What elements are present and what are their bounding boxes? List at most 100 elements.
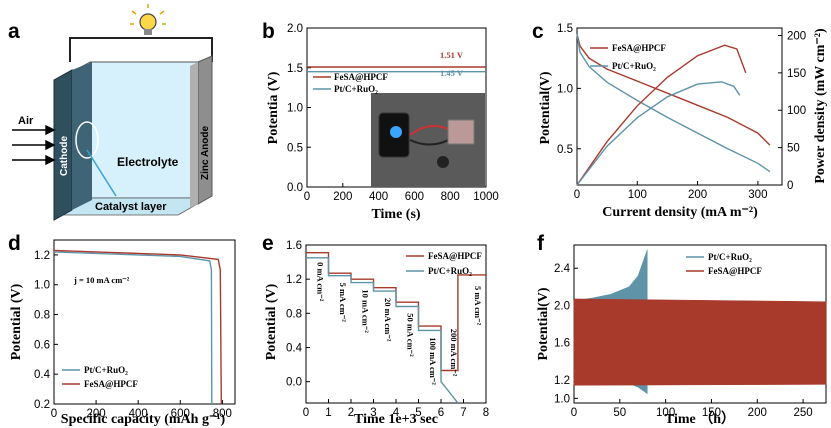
ytick-label-e-0: 0.0 — [286, 377, 302, 389]
xtick-label-e-2: 2 — [348, 407, 354, 419]
xtick-label-e-8: 8 — [483, 407, 489, 419]
cathode-label: Cathode — [59, 136, 70, 176]
ytick-label-c-1: 1.0 — [557, 83, 573, 95]
annotation-1-51: 1.51 V — [440, 50, 464, 60]
air-label: Air — [18, 115, 34, 127]
ytick-label-d-3: 0.8 — [34, 310, 50, 322]
legend-f-fesa: FeSA@HPCF — [708, 266, 762, 276]
ytick-label-f-3: 2.4 — [554, 263, 571, 275]
xtick-label-d-2: 400 — [129, 408, 148, 420]
ylabel-e: Potential (V) — [264, 283, 279, 360]
legend-f-ptc: Pt/C+RuO₂ — [708, 252, 752, 262]
step-label-4: 50 mA cm⁻² — [405, 313, 415, 357]
circuit-wire — [69, 37, 213, 62]
xtick-label-f-2: 100 — [656, 407, 675, 419]
xtick-label-e-4: 4 — [393, 407, 400, 419]
annotation-d-current: j = 10 mA cm⁻² — [73, 275, 130, 285]
xtick-label-f-5: 250 — [793, 407, 812, 419]
xtick-label-f-3: 150 — [702, 407, 721, 419]
ytick-label-d-1: 0.4 — [34, 369, 51, 381]
xtick-label-d-4: 800 — [213, 408, 232, 420]
catalyst-ring — [75, 121, 99, 159]
xtick-label-b-0: 0 — [304, 191, 310, 203]
panel-label-a: a — [8, 20, 20, 43]
y2tick-label-c-2: 100 — [787, 105, 806, 117]
ytick-label-f-0: 1.2 — [554, 375, 570, 387]
catalyst-label: Catalyst layer — [95, 201, 167, 213]
step-label-3: 20 mA cm⁻² — [383, 298, 393, 342]
ylabel-b: Potentia (V) — [266, 71, 281, 144]
anode-label: Zinc Anode — [200, 125, 211, 180]
legend-f: Pt/C+RuO₂ FeSA@HPCF — [686, 252, 762, 276]
y2tick-label-c-4: 200 — [787, 30, 806, 42]
ytick-label-f-2: 2.0 — [554, 300, 570, 312]
y2tick-label-c-1: 50 — [787, 143, 800, 155]
y2label-c: Power density (mW cm⁻²) — [813, 28, 828, 184]
legend-d-ptc: Pt/C+RuO₂ — [84, 365, 128, 375]
xlabel-c: Current density (mA m⁻²) — [602, 205, 758, 220]
legend-e-ptc: Pt/C+RuO₂ — [428, 266, 472, 276]
legend-d: Pt/C+RuO₂ FeSA@HPCF — [62, 365, 138, 389]
ytick-label-d-5: 1.2 — [34, 250, 50, 262]
legend-c: FeSA@HPCF Pt/C+RuO₂ — [590, 43, 666, 71]
ytick-label-e-1: 0.4 — [286, 342, 303, 354]
step-label-7: 5 mA cm⁻² — [473, 286, 483, 326]
ytick-label-b-0: 0.0 — [287, 182, 303, 194]
ylabel-c: Potential(V) — [538, 71, 553, 144]
ytick-label-b-4: 2.0 — [287, 23, 303, 35]
panel-label-e: e — [262, 232, 274, 255]
step-label-6: 200 mA cm⁻² — [449, 329, 459, 377]
xtick-label-c-2: 200 — [688, 189, 707, 201]
ytick-label-d-2: 0.6 — [34, 339, 50, 351]
step-label-1: 5 mA cm⁻² — [338, 283, 348, 323]
panel-label-b: b — [262, 20, 275, 43]
ytick-label-e-4: 1.6 — [286, 240, 302, 252]
xtick-label-f-0: 0 — [571, 407, 577, 419]
xtick-label-e-7: 7 — [460, 407, 466, 419]
series-c-2 — [576, 44, 747, 186]
xtick-label-b-2: 400 — [369, 191, 388, 203]
ylabel-d: Potential (V) — [9, 283, 24, 360]
ytick-label-d-4: 1.0 — [34, 280, 50, 292]
legend-e: FeSA@HPCF Pt/C+RuO₂ — [406, 251, 482, 276]
air-arrows — [12, 124, 56, 166]
legend-b: FeSA@HPCF Pt/C+RuO₂ — [313, 72, 388, 94]
xtick-label-b-3: 600 — [405, 191, 424, 203]
panel-a: a Air Cathode Elec — [8, 4, 213, 221]
panel-label-d: d — [8, 232, 21, 255]
step-label-0: 0 mA cm⁻² — [315, 262, 325, 302]
series-c-1 — [576, 33, 771, 173]
series-d-0 — [53, 251, 213, 405]
device-photo — [371, 93, 485, 187]
xtick-label-e-3: 3 — [370, 407, 376, 419]
y2tick-label-c-0: 0 — [787, 180, 793, 192]
xlabel-e: Time 1e+3 sec — [354, 412, 438, 427]
ytick-label-b-1: 0.5 — [287, 142, 303, 154]
xtick-label-b-1: 200 — [333, 191, 352, 203]
xtick-label-f-4: 200 — [748, 407, 767, 419]
step-label-2: 10 mA cm⁻² — [360, 289, 370, 333]
ytick-label-c-2: 1.5 — [557, 23, 573, 35]
xlabel-d: Specific capacity (mAh g⁻¹) — [61, 412, 226, 427]
annotation-1-45: 1.45 V — [440, 68, 464, 78]
xtick-label-d-3: 600 — [171, 408, 190, 420]
xtick-label-c-1: 100 — [628, 189, 647, 201]
xtick-label-e-5: 5 — [415, 407, 421, 419]
ytick-label-e-2: 0.8 — [286, 308, 302, 320]
series-f-1 — [573, 298, 827, 386]
panel-label-c: c — [532, 20, 544, 43]
legend-c-fesa: FeSA@HPCF — [612, 43, 666, 53]
panel-label-f: f — [537, 232, 545, 255]
ytick-label-e-3: 1.2 — [286, 274, 302, 286]
xtick-label-e-6: 6 — [438, 407, 444, 419]
legend-b-fesa: FeSA@HPCF — [334, 72, 388, 82]
plot-frame-d — [53, 239, 236, 405]
xtick-label-b-4: 800 — [441, 191, 460, 203]
xlabel-f: Time （h） — [665, 411, 735, 427]
plot-frame-c — [576, 27, 783, 186]
lightbulb-icon — [130, 4, 166, 35]
